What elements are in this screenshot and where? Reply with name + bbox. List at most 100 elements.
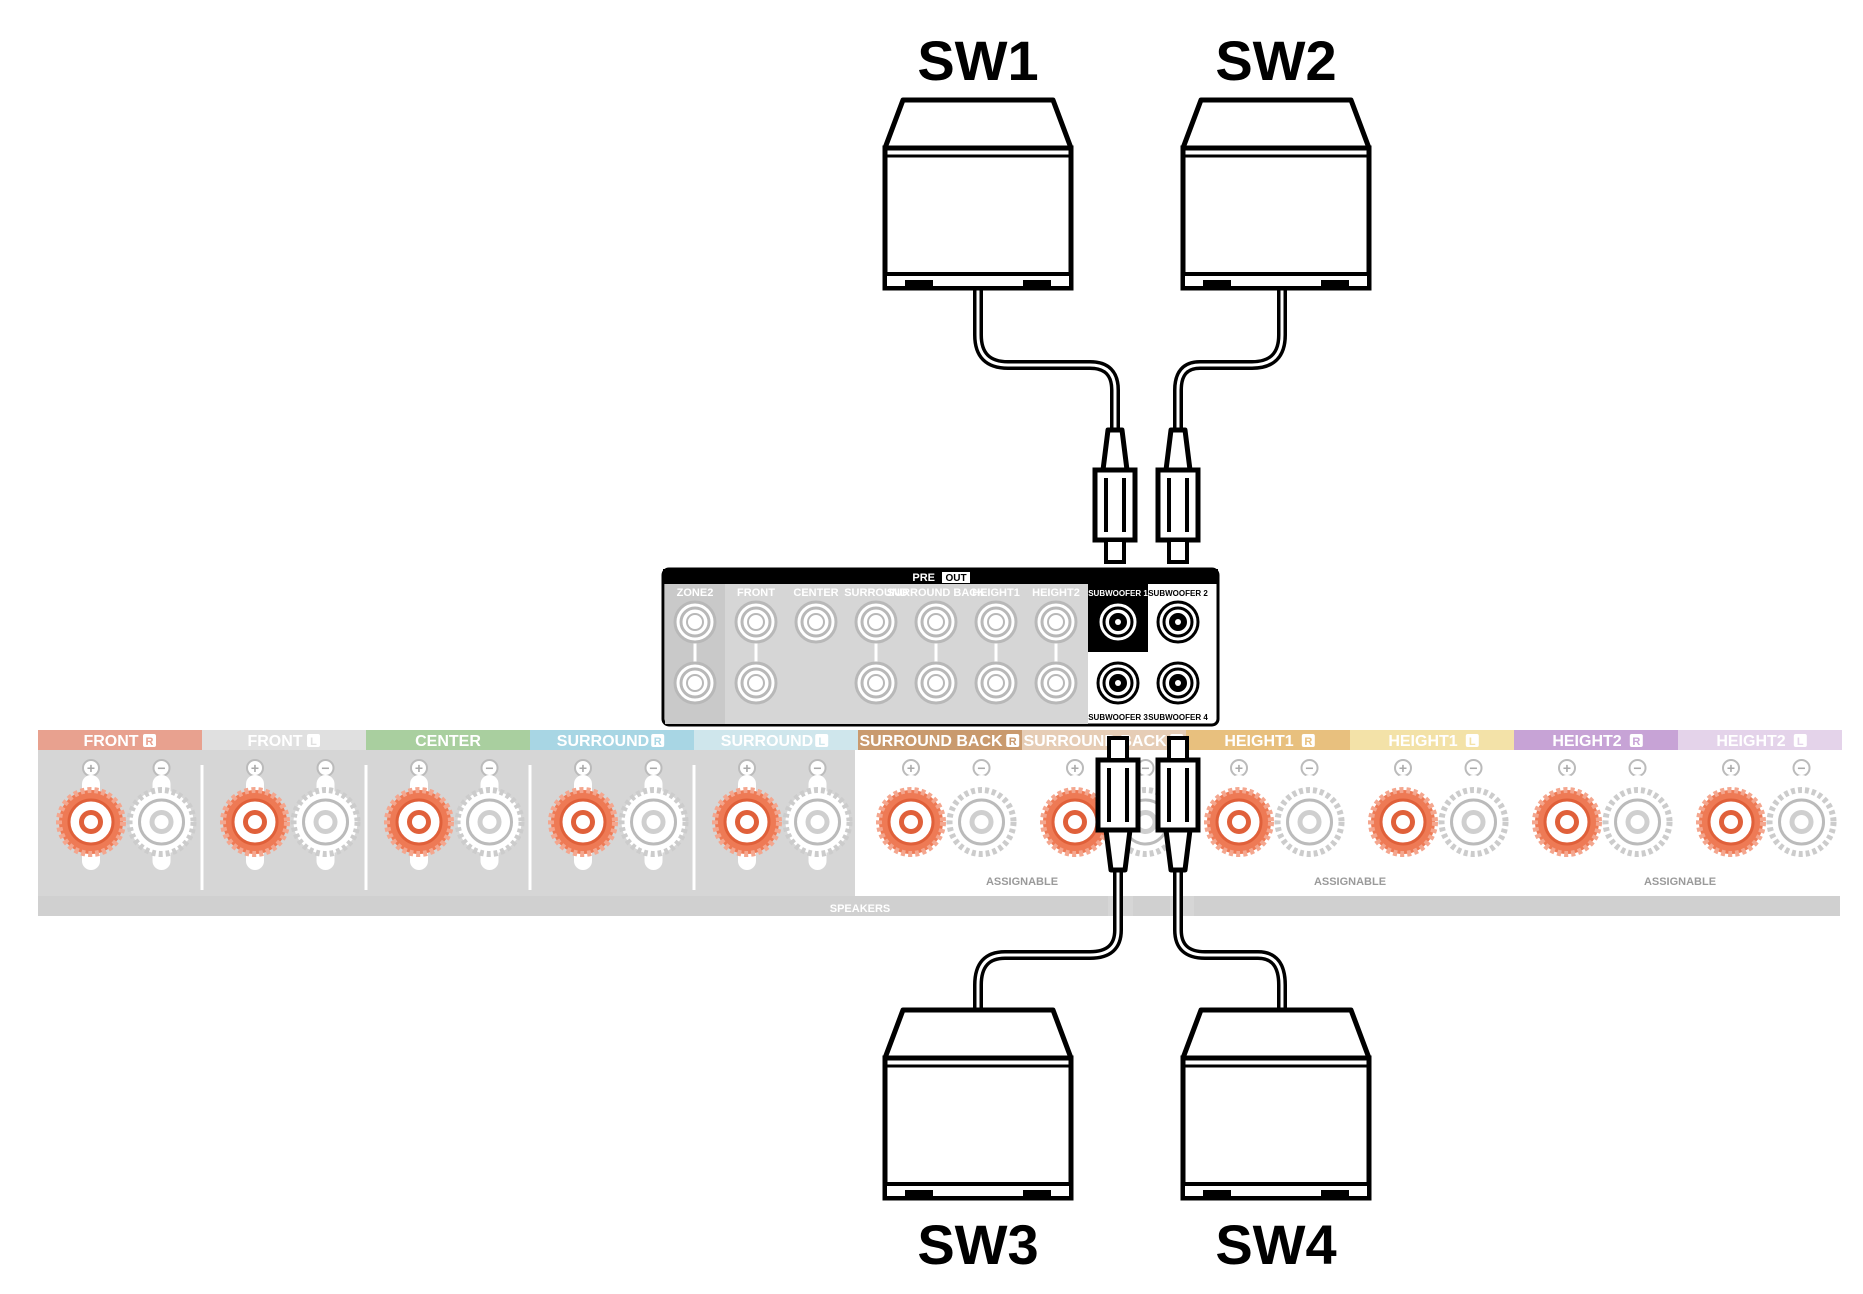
subwoofer-jack-1[interactable] — [1096, 600, 1140, 644]
terminal-red-1[interactable]: + — [220, 759, 290, 870]
subwoofer-sw1-front — [882, 145, 1074, 291]
pre-out-title: PRE — [912, 572, 935, 584]
minus-sign-9: − — [1633, 760, 1641, 776]
zone2-jack-bottom[interactable] — [673, 661, 717, 705]
terminal-red-6[interactable]: + — [1040, 759, 1110, 870]
terminal-red-7[interactable]: + — [1204, 759, 1274, 870]
subwoofer-jack-2[interactable] — [1156, 600, 1200, 644]
pre-jack-bottom-4[interactable] — [974, 661, 1018, 705]
terminal-red-4[interactable]: + — [712, 759, 782, 870]
subwoofer-jack-3-ring — [1102, 667, 1134, 699]
subwoofer-jack-3[interactable] — [1096, 661, 1140, 705]
subwoofer-jack-label-1: SUBWOOFER 1 — [1088, 589, 1148, 598]
pre-jack-top-0[interactable] — [734, 600, 778, 644]
subwoofer-jack-label-3: SUBWOOFER 3 — [1088, 713, 1148, 722]
plus-terminal-center-7 — [1232, 815, 1246, 829]
plus-sign-1: + — [251, 760, 259, 776]
terminal-red-5[interactable]: + — [876, 759, 946, 870]
terminal-white-5[interactable]: − — [946, 759, 1017, 870]
cable-sw2-highlight — [1176, 288, 1284, 442]
sw4-label: SW4 — [1215, 1213, 1336, 1276]
plus-sign-7: + — [1235, 760, 1243, 776]
speakers-title-bar-mid — [1133, 896, 1170, 916]
terminal-white-9[interactable]: − — [1602, 759, 1673, 870]
minus-sign-4: − — [813, 760, 821, 776]
channel-name-10: HEIGHT2 — [1716, 733, 1785, 750]
pre-jack-top-2-pin — [873, 619, 879, 625]
pre-jack-top-1[interactable] — [794, 600, 838, 644]
terminal-white-3[interactable]: − — [618, 759, 689, 870]
minus-terminal-center-9 — [1630, 815, 1645, 829]
plus-terminal-center-9 — [1560, 815, 1574, 829]
pre-jack-top-4-pin — [993, 619, 999, 625]
channel-side-badge-1 — [307, 734, 320, 747]
terminal-white-10[interactable]: − — [1766, 759, 1837, 870]
plus-terminal-center-3 — [576, 815, 590, 829]
pre-out-header — [663, 569, 1218, 584]
sw3-label: SW3 — [917, 1213, 1038, 1276]
plus-terminal-center-4 — [740, 815, 754, 829]
channel-header-5 — [858, 730, 1022, 750]
cable-sw3-highlight — [976, 858, 1120, 1012]
terminal-white-4[interactable]: − — [782, 759, 853, 870]
channel-side-1: L — [310, 736, 317, 748]
plus-terminal-center-1 — [248, 815, 262, 829]
terminal-red-9[interactable]: + — [1532, 759, 1602, 870]
pre-jack-top-5[interactable] — [1034, 600, 1078, 644]
pre-jack-bottom-2-pin — [873, 680, 879, 686]
pre-jack-top-3-ring — [920, 606, 952, 638]
terminal-red-3[interactable]: + — [548, 759, 618, 870]
pre-jack-bottom-2[interactable] — [854, 661, 898, 705]
subwoofer-sw4 — [1180, 1007, 1372, 1201]
subwoofer-jack-3-pin — [1115, 680, 1121, 686]
pre-channel-label-5: HEIGHT2 — [1032, 587, 1080, 599]
pre-jack-bottom-0[interactable] — [734, 661, 778, 705]
pre-jack-bottom-3[interactable] — [914, 661, 958, 705]
rca-plug-sw4 — [1155, 736, 1201, 873]
sw1-label: SW1 — [917, 29, 1038, 92]
speakers-title-bar-right — [1194, 896, 1840, 916]
pre-jack-top-1-pin — [813, 619, 819, 625]
channel-header-2 — [366, 730, 530, 750]
pre-jack-top-4[interactable] — [974, 600, 1018, 644]
channel-name-2: CENTER — [415, 733, 481, 750]
channel-side-badge-0 — [143, 734, 156, 747]
pre-jack-top-0-pin — [753, 619, 759, 625]
terminal-white-2[interactable]: − — [454, 759, 525, 870]
channel-side-badge-9 — [1629, 734, 1643, 747]
cable-highlights — [976, 288, 1284, 1012]
pre-jack-bottom-5[interactable] — [1034, 661, 1078, 705]
terminal-white-8[interactable]: − — [1438, 759, 1509, 870]
terminal-white-1[interactable]: − — [290, 759, 361, 870]
channel-name-0: FRONT — [83, 733, 138, 750]
minus-sign-2: − — [485, 760, 493, 776]
pre-jack-top-3[interactable] — [914, 600, 958, 644]
rca-plug-sw4-body — [1155, 757, 1201, 833]
rca-plug-sw4-tip — [1167, 736, 1189, 762]
zone2-jack-top[interactable] — [673, 600, 717, 644]
subwoofer-jack-4[interactable] — [1156, 661, 1200, 705]
pre-jack-bottom-5-ring — [1040, 667, 1072, 699]
plus-sign-3: + — [579, 760, 587, 776]
plus-terminal-center-2 — [412, 815, 426, 829]
pre-jack-top-2[interactable] — [854, 600, 898, 644]
pre-jack-bottom-0-pin — [753, 680, 759, 686]
assignable-label-1: ASSIGNABLE — [986, 876, 1058, 888]
terminal-white-0[interactable]: − — [126, 759, 197, 870]
channel-name-9: HEIGHT2 — [1552, 733, 1621, 750]
minus-terminal-center-0 — [154, 815, 169, 829]
plus-sign-8: + — [1399, 760, 1407, 776]
plus-terminal-center-0 — [84, 815, 98, 829]
terminal-red-8[interactable]: + — [1368, 759, 1438, 870]
minus-terminal-center-3 — [646, 815, 661, 829]
channel-name-1: FRONT — [247, 733, 302, 750]
terminal-red-2[interactable]: + — [384, 759, 454, 870]
zone2-jack-bottom-ring — [679, 667, 711, 699]
pre-jack-top-3-pin — [933, 619, 939, 625]
minus-sign-10: − — [1797, 760, 1805, 776]
subwoofer-sw1 — [882, 97, 1074, 291]
terminal-red-0[interactable]: + — [56, 759, 126, 870]
terminal-white-7[interactable]: − — [1274, 759, 1345, 870]
terminal-red-10[interactable]: + — [1696, 759, 1766, 870]
rca-plug-sw4-boot — [1163, 827, 1193, 873]
